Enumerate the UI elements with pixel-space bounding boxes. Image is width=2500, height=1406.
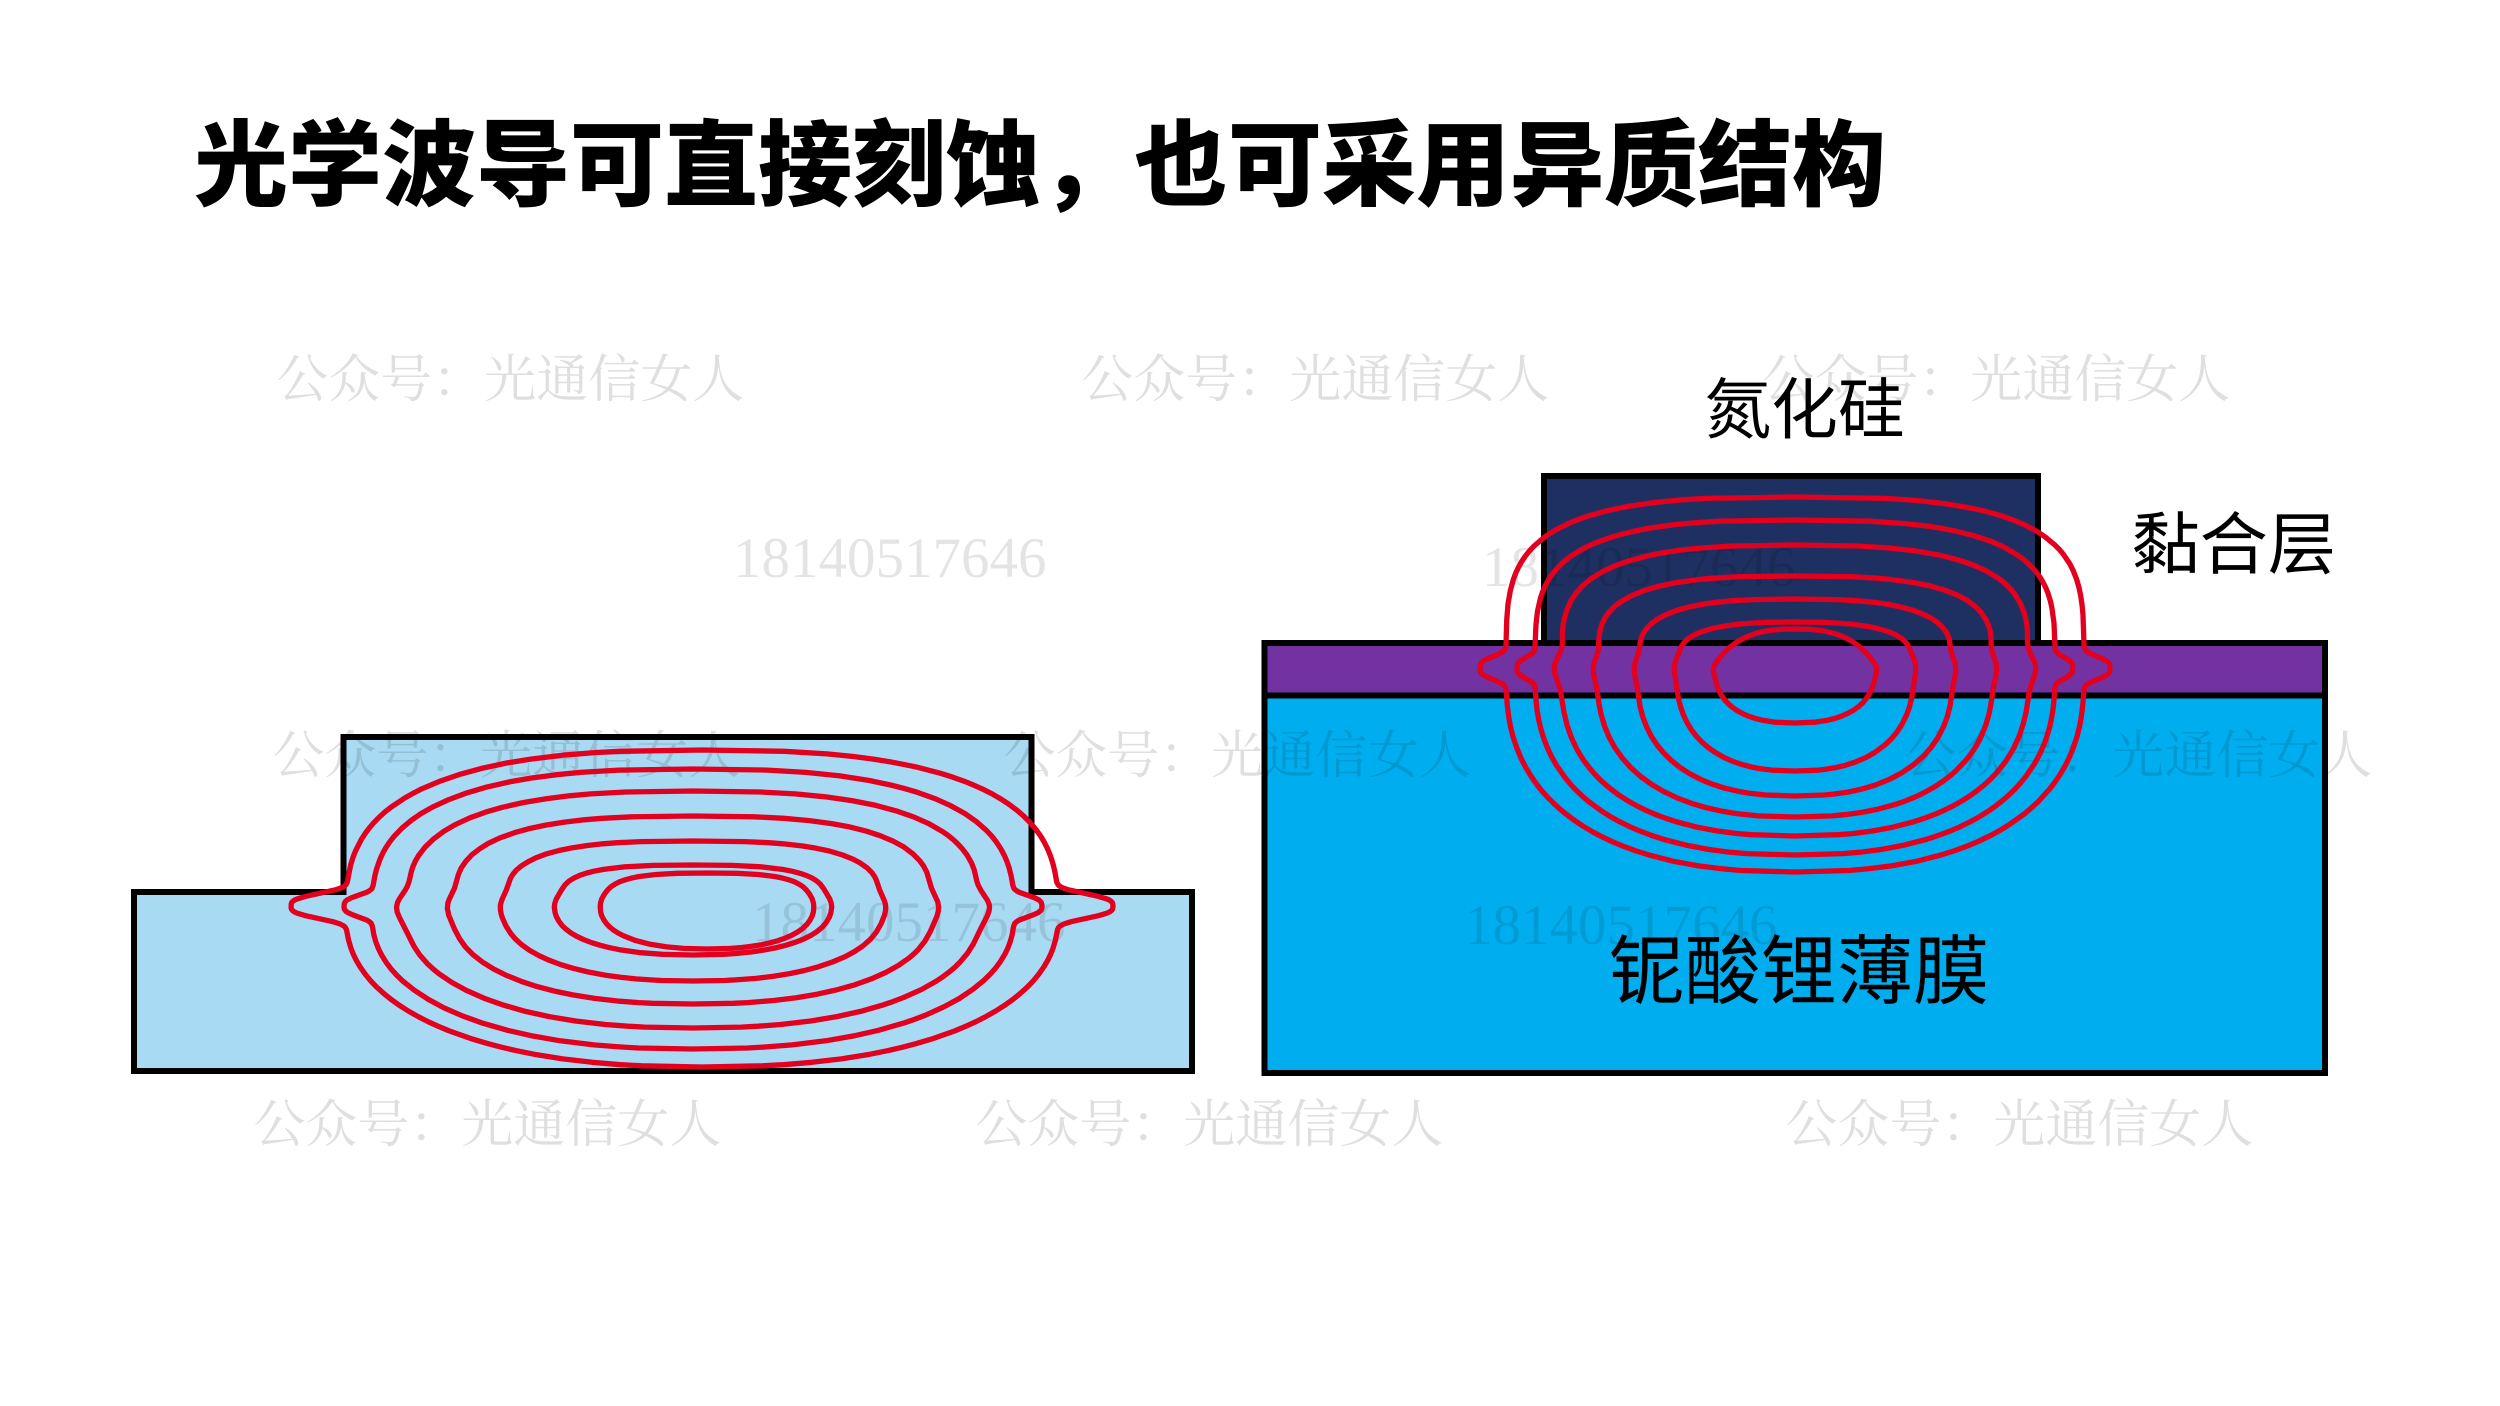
svg-text:18140517646: 18140517646	[733, 527, 1047, 590]
